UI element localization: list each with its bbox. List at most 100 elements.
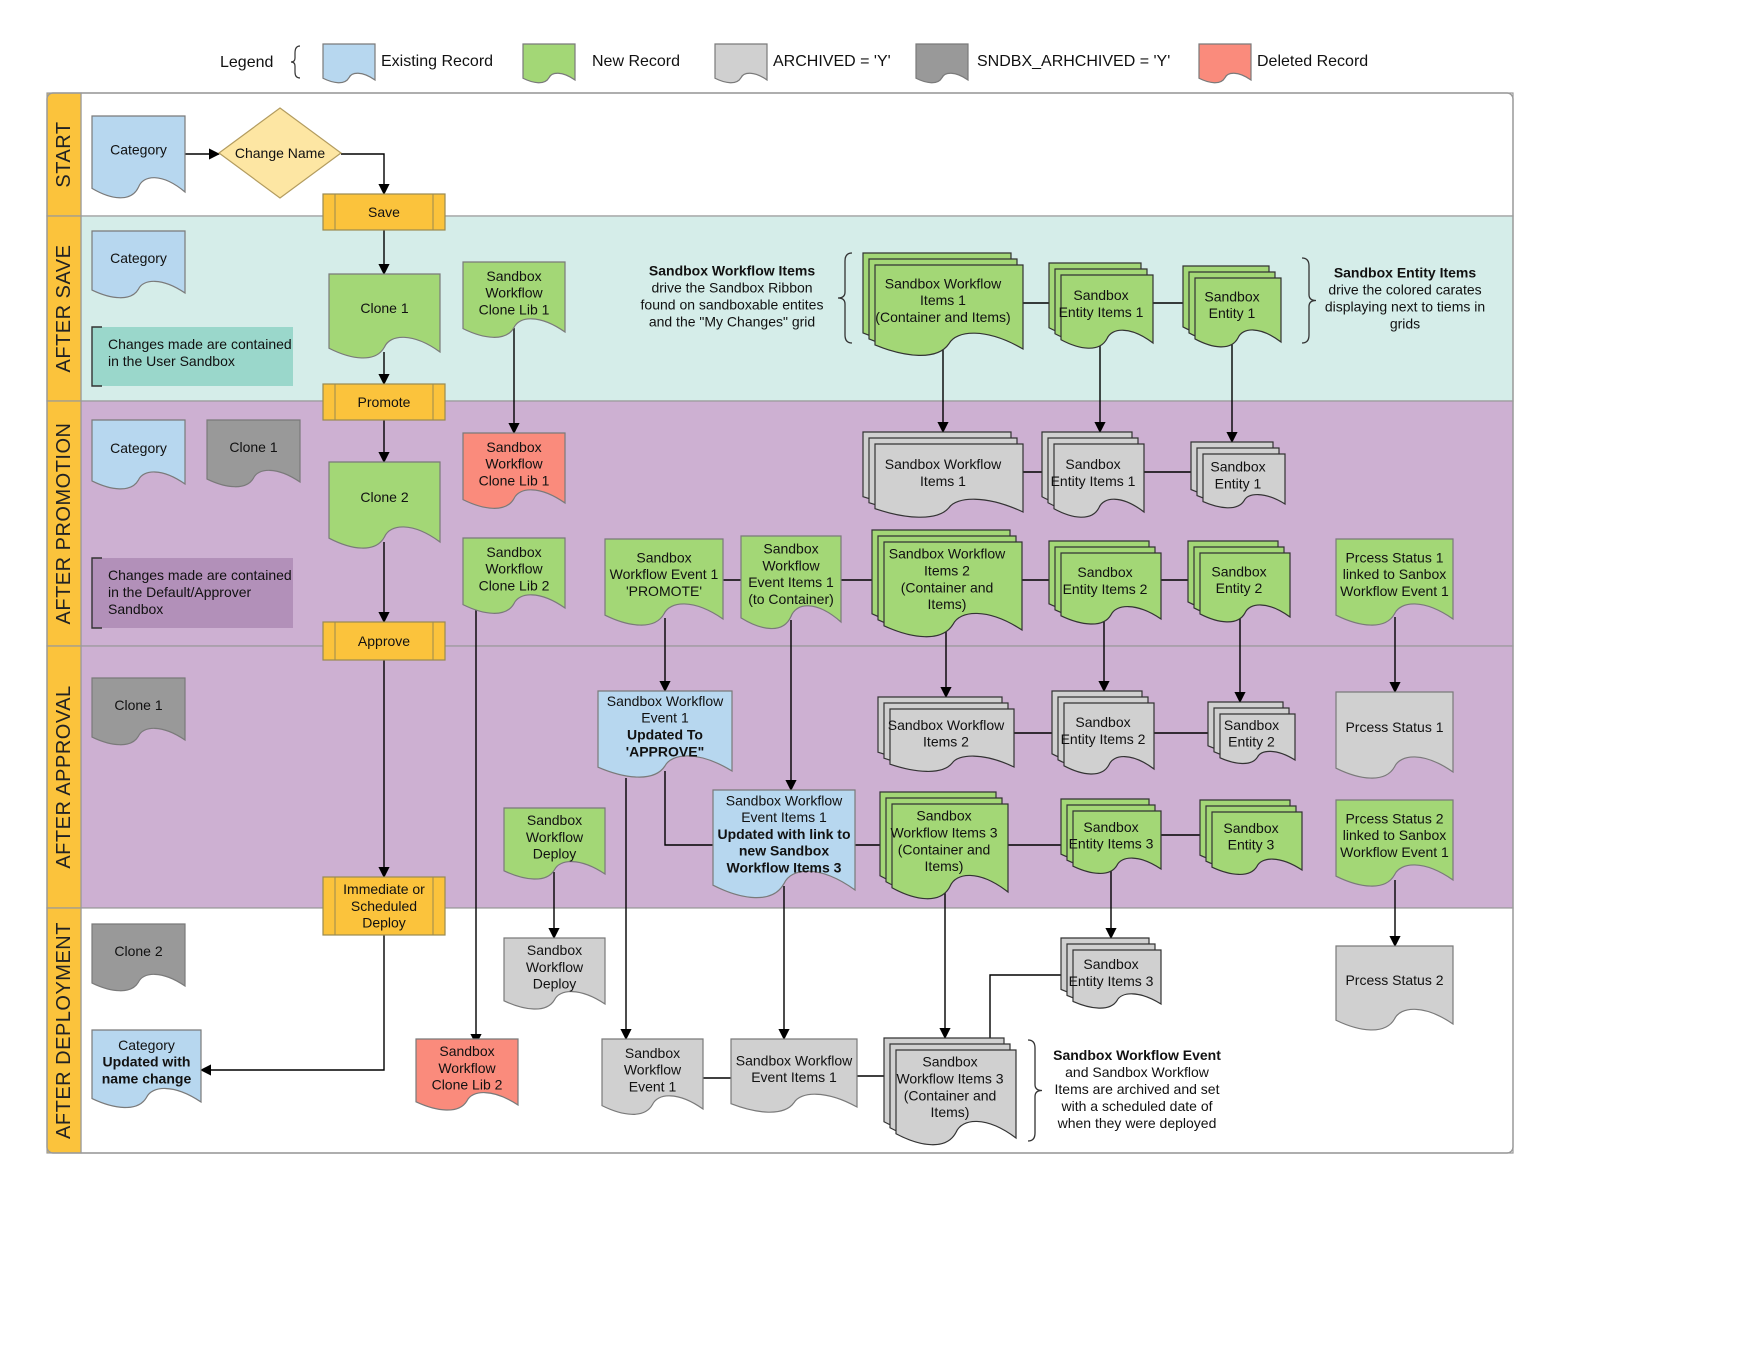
node-ps2-arch[interactable]: Prcess Status 2 [1335,945,1454,1031]
node-label: Workflow [485,456,543,472]
annotation-text: Sandbox Workflow Items [649,262,815,278]
lane-label-box [46,92,82,217]
note-box [92,558,293,628]
document-shape [597,690,733,778]
node-label: Deploy [533,976,577,992]
node-ps1-arch[interactable]: Prcess Status 1 [1335,691,1454,779]
note-text: Sandbox [108,601,163,617]
lane-label: START [53,121,75,187]
node-label: Workflow [762,557,820,573]
node-clone2-sarch[interactable]: Clone 2 [91,923,186,992]
node-label: Clone 2 [114,943,162,959]
node-label: Sandbox [1077,564,1132,580]
node-label: Immediate or [343,881,425,897]
node-label: Clone Lib 2 [432,1077,503,1093]
node-label: Sandbox [922,1054,977,1070]
document-shape [462,261,566,338]
note-text: in the Default/Approver [108,584,252,600]
node-clone1[interactable]: Clone 1 [328,273,441,359]
annotation-text: found on sandboxable entites [641,296,824,312]
document-stack-sheet [1053,443,1145,518]
node-clone1-sarch[interactable]: Clone 1 [91,677,186,746]
node-label: Entity 1 [1209,305,1256,321]
note-bracket [91,557,102,629]
document-shape [328,461,441,549]
node-label: Workflow Event 1 [610,566,719,582]
node-label: 'APPROVE" [626,743,704,759]
document-stack-sheet [1202,453,1286,509]
annotation-text: and the "My Changes" grid [649,313,815,329]
node-label: Sandbox [636,549,691,565]
legend-label: Deleted Record [1257,53,1368,70]
node-label: name change [102,1070,192,1086]
node-clone2[interactable]: Clone 2 [328,461,441,549]
node-approve[interactable]: Approve [322,621,446,661]
document-shape [601,1038,704,1115]
annotation-text: Items are archived and set [1055,1081,1220,1097]
connector [341,153,390,196]
legend-label: New Record [592,53,680,70]
note-text: in the User Sandbox [108,353,235,369]
node-promote[interactable]: Promote [322,383,446,421]
node-clone1-arch[interactable]: Clone 1 [206,419,301,488]
annotation-text: when they were deployed [1057,1115,1217,1131]
node-label: Items 2 [923,734,969,750]
connector [989,974,1061,1040]
document-stack-sheet [874,264,1024,356]
node-cat-start[interactable]: Category [91,115,186,199]
node-cat-save[interactable]: Category [91,230,186,299]
node-label: Sandbox Workflow [726,792,843,808]
node-label: Scheduled [351,898,417,914]
node-save[interactable]: Save [322,193,446,231]
annotation-text: and Sandbox Workflow [1065,1064,1210,1080]
document-stack-sheet [874,443,1024,518]
document-stack-sheet [1211,811,1303,876]
node-label: Prcess Status 1 [1345,549,1443,565]
node-change-name[interactable]: Change Name [217,107,343,199]
node-cat-promo[interactable]: Category [91,419,186,490]
document-shape [503,807,606,880]
node-label: Sandbox Workflow [888,717,1005,733]
legend-item-new: New Record [522,43,680,84]
document-stack-sheet [891,803,1009,900]
node-label: Sandbox [1223,820,1278,836]
